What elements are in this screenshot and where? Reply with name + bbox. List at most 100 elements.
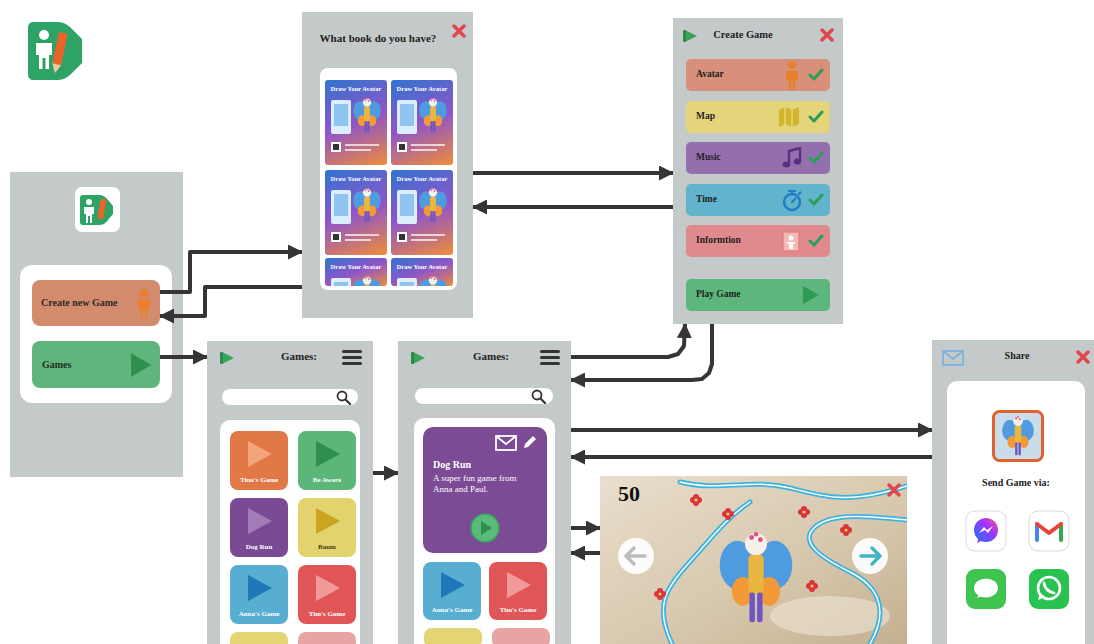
node-label: Map (696, 111, 715, 122)
game-tile-part (424, 628, 482, 644)
mail-icon-part (943, 351, 963, 365)
cover-art-part (331, 100, 351, 134)
cover-art-part (429, 98, 437, 106)
search-bar-part (346, 400, 351, 405)
avatar-thumbnail-part (1015, 417, 1017, 419)
person-icon-part (140, 289, 148, 297)
time-icon-part (789, 191, 801, 202)
menu-icon (342, 349, 362, 365)
cover-art-part (325, 258, 387, 286)
close-icon-part (452, 24, 466, 38)
app-icon-part (219, 350, 235, 366)
cover-art-part (429, 188, 437, 196)
cover-art-part (364, 189, 366, 191)
node-label: Games (42, 359, 71, 371)
play-icon-part (315, 440, 341, 468)
close-icon (1076, 350, 1090, 364)
text-slot: Draw Your Avatar (392, 83, 452, 94)
person-icon-part (134, 288, 154, 318)
messenger-icon-part (965, 510, 1007, 552)
play-icon-part (131, 353, 151, 377)
cover-art-part (397, 232, 407, 242)
cover-art-part (364, 277, 366, 279)
menu-button: Games (32, 341, 160, 388)
app-icon (410, 350, 426, 366)
play-icon (315, 440, 341, 468)
check-icon-part (810, 236, 822, 245)
node-label: Draw Your Avatar (397, 263, 448, 271)
game-scene-part (802, 510, 805, 513)
close-icon-part (822, 30, 832, 40)
cover-art-part (419, 188, 447, 222)
play-icon (130, 352, 152, 378)
app-icon-part (682, 28, 698, 44)
avatar-thumbnail-part (992, 410, 1044, 462)
menu-icon-part (540, 356, 560, 359)
text-slot: Games: (451, 346, 531, 368)
edit-icon (523, 435, 537, 449)
game-scene-part (626, 548, 645, 564)
whatsapp-icon-part (1028, 568, 1070, 610)
menu-icon-part (342, 349, 362, 365)
node-label: Draw Your Avatar (331, 175, 382, 183)
text-slot: Tim's Game (490, 604, 546, 617)
info-icon-part (783, 232, 799, 251)
search-bar-part (415, 388, 553, 404)
play-icon-part (315, 507, 341, 535)
cover-art-part (366, 276, 368, 278)
cover-art-part (353, 188, 381, 222)
text-slot: Be Aware (299, 474, 355, 487)
game-card: Dog RunA super fun game from Anna and Pa… (423, 427, 547, 553)
game-scene-part (749, 593, 755, 623)
cover-art-part (363, 188, 371, 196)
cover-art-part (411, 239, 437, 241)
text-slot: Send Game via: (947, 473, 1085, 493)
menu-row: Time (686, 184, 830, 216)
game-tile: Baum (298, 498, 356, 557)
mail-icon-part (495, 435, 517, 451)
play-icon-part (248, 508, 272, 534)
pencil-tip (50, 63, 61, 74)
game-scene-part (757, 593, 763, 623)
map-icon-part (778, 106, 800, 128)
game-scene-part (852, 538, 888, 574)
app-icon (219, 350, 235, 366)
game-tile: Tina's Game (230, 431, 288, 490)
mail-icon-part (496, 436, 516, 450)
game-scene-part (840, 524, 852, 536)
menu-icon-part (540, 362, 560, 365)
play-icon (506, 571, 532, 599)
cover-art-part (429, 276, 437, 284)
app-icon-part (413, 352, 425, 364)
game-tile-part (230, 632, 288, 644)
search-bar (415, 388, 553, 404)
flow-arrow (571, 551, 600, 555)
cover-art-part (353, 276, 381, 286)
menu-icon-part (540, 349, 560, 365)
avatar-icon-part (786, 71, 798, 90)
node-label: Create new Game (41, 297, 117, 309)
mail-icon-part (496, 436, 516, 444)
cover-art-part (430, 121, 432, 132)
pencil-body (52, 32, 67, 65)
game-scene-part (770, 596, 890, 636)
app-icon-part (222, 352, 234, 364)
play-icon-part (507, 572, 531, 598)
book-cover: Draw Your Avatar (391, 258, 453, 286)
game-scene-part (809, 516, 907, 644)
game-scene-part (722, 508, 734, 520)
music-icon-part (782, 147, 802, 169)
cover-art-part (363, 276, 371, 284)
text-slot: Draw Your Avatar (392, 261, 452, 272)
play-icon-part (506, 571, 532, 599)
search-bar-part (222, 389, 358, 405)
flow-arrow (473, 171, 673, 175)
cover-art-part (364, 211, 366, 222)
game-scene-part (758, 537, 763, 542)
node-label: A super fun game from Anna and Paul. (433, 473, 537, 495)
cover-art-part (368, 278, 370, 280)
map-icon-part (779, 107, 799, 127)
text-slot: Dog Run (433, 458, 537, 472)
cover-art-part (419, 276, 447, 286)
cover-art-part (397, 100, 417, 134)
